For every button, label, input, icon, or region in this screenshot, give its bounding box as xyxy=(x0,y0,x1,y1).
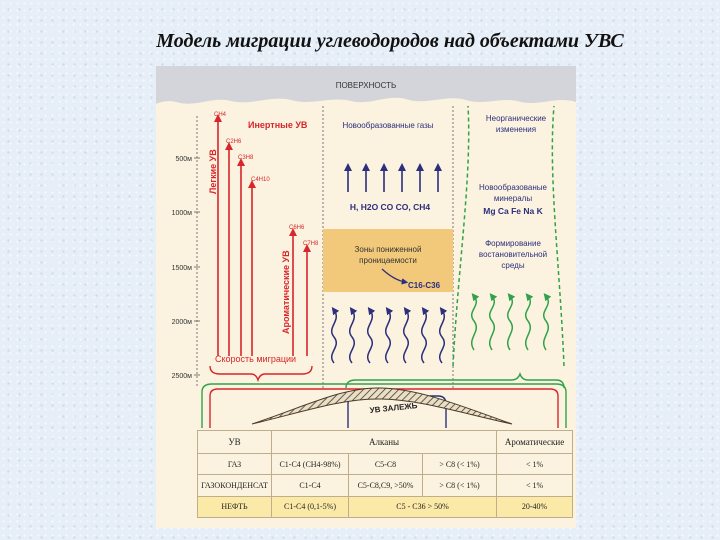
elements-label: Mg Ca Fe Na K xyxy=(483,206,543,216)
table-row: ГАЗ C1-C4 (CH4-98%) C5-C8 > C8 (< 1%) < … xyxy=(198,454,573,475)
table-row: НЕФТЬ C1-C4 (0,1-5%) C5 - C36 > 50% 20-4… xyxy=(198,496,573,517)
aromatic-hc-label: Ароматические УВ xyxy=(281,250,291,334)
new-gases-label: Новообразованные газы xyxy=(342,121,433,130)
slide-title: Модель миграции углеводородов над объект… xyxy=(0,30,720,53)
low-perm-line2: проницаемости xyxy=(359,256,417,265)
c4h10-label: C4H10 xyxy=(251,177,270,183)
c16-label: C16-C36 xyxy=(408,281,441,290)
surface-label: ПОВЕРХНОСТЬ xyxy=(336,81,397,90)
table-row: ГАЗОКОНДЕНСАТ C1-C4 C5-C8,C9, >50% > C8 … xyxy=(198,475,573,496)
table-header-row: УВ Алканы Ароматические xyxy=(198,431,573,454)
depth-label: 1000м xyxy=(172,210,193,217)
c7h8-label: C7H8 xyxy=(303,241,319,247)
low-perm-line1: Зоны пониженной xyxy=(355,245,422,254)
inert-hc-label: Инертные УВ xyxy=(248,120,308,130)
minerals-line1: Новообразованые xyxy=(479,183,547,192)
reducing-line3: среды xyxy=(501,261,524,270)
depth-label: 1500м xyxy=(172,265,193,272)
c3h8-label: C3H8 xyxy=(238,155,254,161)
gases-formula: H, H2O CO CO, CH4 xyxy=(350,202,431,212)
header-uv: УВ xyxy=(198,431,272,454)
c6h6-label: C6H6 xyxy=(289,225,305,231)
reducing-line2: востановительной xyxy=(479,250,547,259)
hydrocarbon-table: УВ Алканы Ароматические ГАЗ C1-C4 (CH4-9… xyxy=(197,430,573,518)
depth-label: 500м xyxy=(176,156,193,163)
minerals-line2: минералы xyxy=(494,194,532,203)
header-aromatic: Ароматические xyxy=(497,431,573,454)
c2h6-label: C2H6 xyxy=(226,139,242,145)
inorganic-line1: Неорганические xyxy=(486,114,547,123)
depth-label: 2500м xyxy=(172,373,193,380)
reducing-line1: Формирование xyxy=(485,239,541,248)
depth-label: 2000м xyxy=(172,319,193,326)
ch4-label: CH4 xyxy=(214,112,227,118)
migration-speed-label: Скорость миграции xyxy=(215,354,296,364)
light-hc-label: Легкие УВ xyxy=(208,149,218,194)
inorganic-line2: изменения xyxy=(496,125,536,134)
header-alkanes: Алканы xyxy=(272,431,497,454)
